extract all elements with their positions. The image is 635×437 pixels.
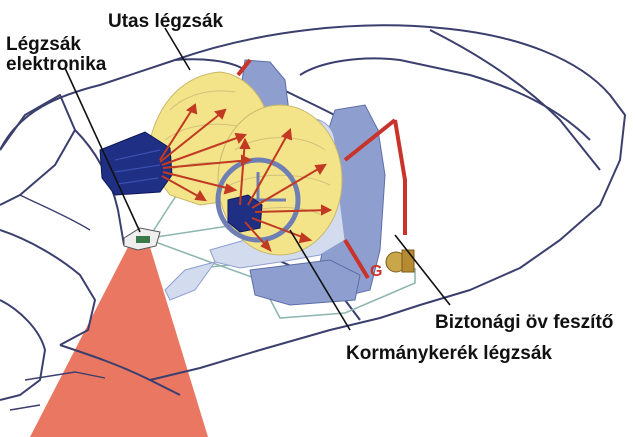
leader-electronics [64, 67, 141, 233]
sensor-detection-cone [30, 247, 208, 437]
label-passenger-airbag: Utas légzsák [108, 11, 224, 32]
label-steering-airbag: Kormánykerék légzsák [346, 343, 552, 364]
seat-belt [236, 58, 407, 280]
airbag-control-unit [123, 227, 161, 251]
car-interior-lines [9, 194, 106, 411]
label-electronics-line2: elektronika [6, 54, 107, 75]
leader-belt-tensioner [394, 234, 451, 306]
tensioner-g-symbol: G [370, 263, 382, 280]
leader-passenger-airbag [164, 27, 191, 71]
leader-lines [64, 27, 451, 331]
leader-steering-airbag [289, 229, 351, 331]
passenger-airbag-module [99, 131, 173, 196]
steering-airbag-module [227, 194, 263, 233]
inflation-arrows [159, 103, 333, 252]
label-belt-tensioner: Biztonági öv feszítő [435, 312, 614, 333]
belt-tensioner-unit: G [370, 249, 415, 280]
label-electronics-line1: Légzsák [6, 34, 81, 55]
